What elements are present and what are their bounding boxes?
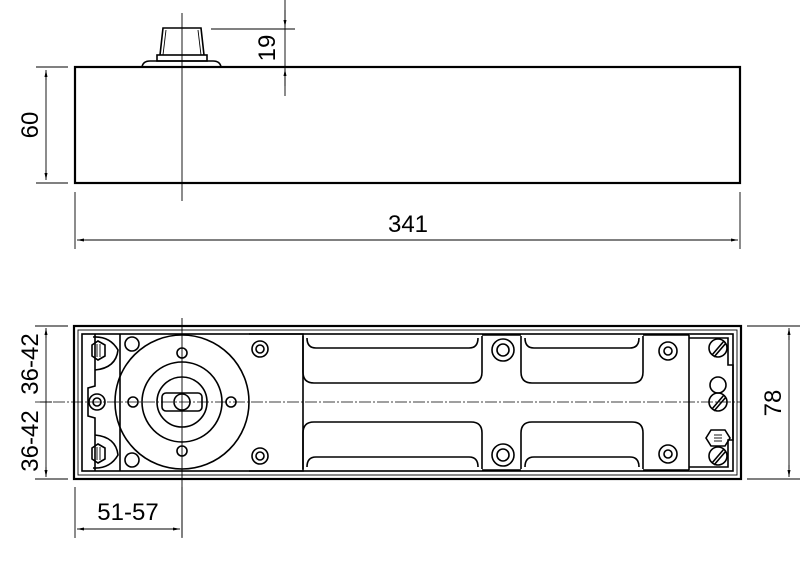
right-adjustment-block bbox=[689, 337, 734, 468]
mounting-screw-icon bbox=[251, 447, 269, 465]
lower-offset-label: 36-42 bbox=[17, 410, 44, 471]
left-screw-icon bbox=[88, 393, 106, 411]
left-bracket bbox=[87, 334, 140, 471]
dimension-spindle-offset: 51-57 bbox=[74, 487, 183, 538]
dimension-offsets: 36-42 36-42 bbox=[17, 325, 68, 480]
dimension-height: 60 bbox=[17, 66, 68, 184]
width-label: 78 bbox=[760, 390, 787, 417]
cover-plate-outline bbox=[72, 324, 743, 481]
height-label: 60 bbox=[17, 112, 44, 139]
mounting-screw-icon bbox=[658, 444, 678, 464]
hex-nut-icon bbox=[91, 340, 106, 361]
length-label: 341 bbox=[388, 211, 428, 238]
top-view: 78 36-42 36-42 51-57 bbox=[17, 318, 800, 538]
slotted-screw-icon bbox=[708, 338, 728, 358]
spindle-height-label: 19 bbox=[254, 35, 281, 62]
spindle-assembly bbox=[114, 334, 250, 470]
mounting-screw-icon bbox=[491, 338, 515, 362]
body-plate bbox=[249, 333, 690, 472]
dimension-length: 341 bbox=[74, 192, 741, 249]
slotted-screw-icon bbox=[708, 446, 728, 466]
side-view: 60 19 341 bbox=[17, 0, 742, 249]
slotted-screw-icon bbox=[708, 392, 728, 412]
body-outline bbox=[73, 65, 742, 185]
mounting-screw-icon bbox=[491, 443, 515, 467]
spindle-icon bbox=[173, 393, 191, 411]
upper-offset-label: 36-42 bbox=[17, 333, 44, 394]
mounting-screw-icon bbox=[658, 341, 678, 361]
mounting-screw-icon bbox=[251, 340, 269, 358]
hex-nut-icon bbox=[91, 443, 106, 464]
hex-valve-icon bbox=[705, 429, 731, 447]
dimension-spindle-height: 19 bbox=[211, 0, 295, 96]
spindle bbox=[141, 27, 222, 68]
dimension-width: 78 bbox=[747, 325, 800, 480]
spindle-offset-label: 51-57 bbox=[97, 499, 158, 526]
